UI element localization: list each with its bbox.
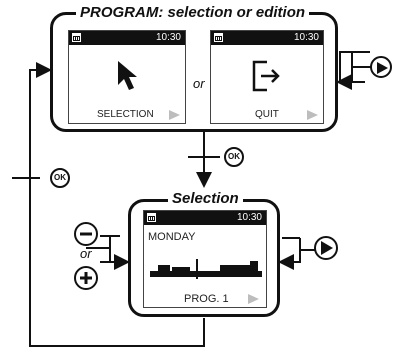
minus-button[interactable] (74, 222, 98, 246)
minus-icon (80, 232, 92, 236)
next-arrow-icon (307, 110, 318, 120)
calendar-icon (214, 33, 223, 42)
quit-screen: 10:30 QUIT (210, 30, 324, 124)
program-panel-title: PROGRAM: selection or edition (76, 5, 310, 21)
play-right-icon (321, 241, 333, 255)
clock-time: 10:30 (236, 212, 262, 223)
status-bar: 10:30 (211, 31, 323, 45)
selection-label: SELECTION (97, 109, 154, 120)
or-label: or (193, 76, 205, 91)
status-bar: 10:30 (69, 31, 185, 45)
next-arrow-icon (169, 110, 180, 120)
plus-button[interactable] (74, 266, 98, 290)
calendar-icon (147, 213, 156, 222)
clock-time: 10:30 (155, 32, 181, 43)
selection-screen: 10:30 SELECTION (68, 30, 186, 124)
selection-panel-title: Selection (168, 191, 243, 207)
next-button[interactable] (314, 236, 338, 260)
program-label: PROG. 1 (184, 293, 229, 305)
next-button[interactable] (370, 56, 392, 78)
program-screen: 10:30 MONDAY PROG. 1 (143, 210, 267, 308)
next-arrow-icon (248, 294, 259, 304)
plus-icon (80, 272, 92, 284)
or-label: or (80, 246, 92, 261)
cursor-arrow-icon (118, 61, 137, 90)
ok-button[interactable]: OK (224, 147, 244, 167)
status-bar: 10:30 (144, 211, 266, 225)
play-right-icon (377, 62, 388, 74)
exit-icon (252, 60, 280, 92)
quit-label: QUIT (255, 109, 279, 120)
program-bars-icon (150, 259, 262, 279)
ok-button[interactable]: OK (50, 168, 70, 188)
calendar-icon (72, 33, 81, 42)
clock-time: 10:30 (293, 32, 319, 43)
day-label: MONDAY (148, 231, 196, 243)
